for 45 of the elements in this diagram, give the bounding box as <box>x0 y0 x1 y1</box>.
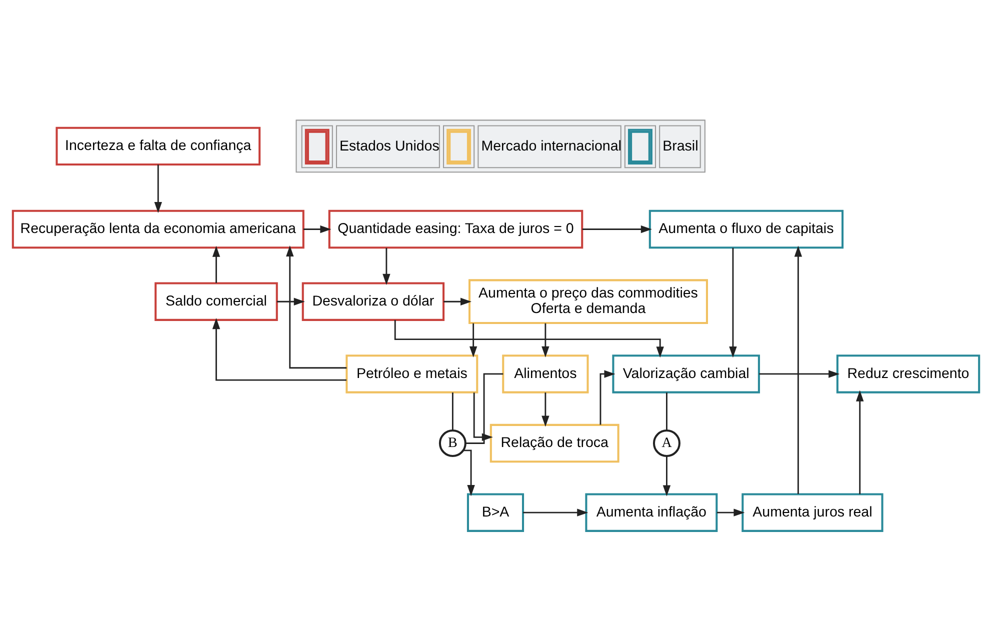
node-box: Relação de troca <box>490 423 620 462</box>
node-box: Aumenta o fluxo de capitais <box>648 209 844 248</box>
node-box: Alimentos <box>502 354 589 393</box>
arrow <box>856 390 864 494</box>
node-box: Quantidade easing: Taxa de juros = 0 <box>328 209 584 248</box>
node-box: Reduz crescimento <box>836 354 980 393</box>
arrow <box>716 508 745 516</box>
arrow <box>286 245 347 368</box>
node-box: B>A <box>466 492 524 532</box>
arrow <box>759 370 840 378</box>
arrow <box>276 297 305 305</box>
connector <box>465 372 504 444</box>
legend-label: Brasil <box>662 138 698 154</box>
arrow <box>794 245 802 494</box>
arrow <box>394 320 664 358</box>
legend-label: Estados Unidos <box>340 138 440 154</box>
arrow <box>600 370 616 424</box>
arrow <box>523 508 588 516</box>
node-box: Aumenta juros real <box>742 492 884 532</box>
arrow <box>662 456 671 496</box>
node-box: Desvaloriza o dólar <box>302 282 445 320</box>
arrow <box>464 449 475 496</box>
node-box: Incerteza e falta de confiança <box>56 126 261 166</box>
connector <box>666 392 668 430</box>
arrow <box>542 322 550 357</box>
arrow <box>469 322 478 357</box>
node-box: Petróleo e metais <box>346 354 478 393</box>
node-box: Aumenta o preço das commodities Oferta e demanda <box>468 278 708 324</box>
node-box: Aumenta inflação <box>585 492 718 532</box>
arrow <box>212 318 346 380</box>
node-circle: A <box>652 429 680 457</box>
arrow <box>542 392 550 426</box>
arrow <box>729 247 737 358</box>
arrow <box>212 245 220 282</box>
node-box: Valorização cambial <box>612 354 760 393</box>
arrow <box>444 297 472 305</box>
node-box: Saldo comercial <box>154 282 278 320</box>
legend-label: Mercado internacional <box>481 138 622 154</box>
arrow <box>382 247 390 284</box>
arrow <box>582 224 652 233</box>
arrow <box>303 224 332 233</box>
node-box: Recuperação lenta da economia americana <box>12 209 304 248</box>
node-circle: B <box>438 429 466 457</box>
connector <box>452 392 454 430</box>
arrow <box>154 164 162 213</box>
